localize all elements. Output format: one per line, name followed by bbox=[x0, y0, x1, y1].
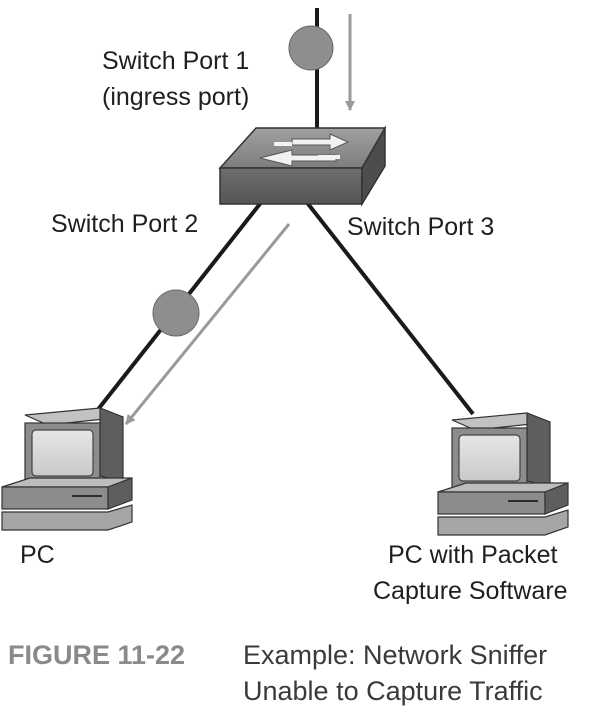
packet-port-2-icon bbox=[152, 289, 200, 337]
figure-caption: FIGURE 11-22 Example: Network Sniffer Un… bbox=[8, 640, 547, 706]
pc-capture-label: PC with Packet bbox=[388, 541, 558, 569]
network-switch-icon bbox=[218, 125, 387, 207]
figure-number: FIGURE 11-22 bbox=[8, 640, 185, 670]
pc-capture-icon bbox=[437, 412, 569, 536]
port-1-label: Switch Port 1 bbox=[102, 47, 249, 75]
egress-arrow-icon bbox=[124, 223, 291, 425]
port-2-label: Switch Port 2 bbox=[51, 210, 198, 238]
packet-port-1-icon bbox=[288, 25, 334, 71]
caption-line-1: Example: Network Sniffer bbox=[243, 640, 547, 670]
pc-left-icon bbox=[1, 407, 133, 531]
pc-capture-sublabel: Capture Software bbox=[373, 577, 568, 605]
pc-left-label: PC bbox=[20, 541, 55, 569]
traffic-arrows bbox=[124, 14, 355, 425]
port-3-label: Switch Port 3 bbox=[347, 213, 494, 241]
cable-port-3 bbox=[303, 198, 475, 416]
caption-line-2: Unable to Capture Traffic bbox=[243, 676, 543, 706]
port-1-sublabel: (ingress port) bbox=[102, 83, 249, 111]
